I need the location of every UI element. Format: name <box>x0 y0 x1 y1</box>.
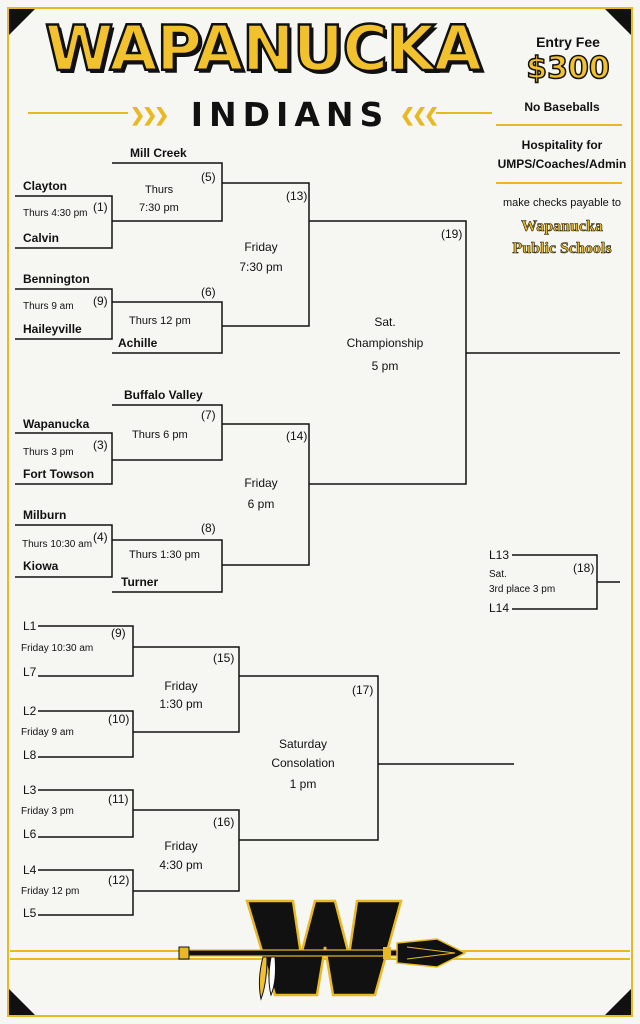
game-number: (6) <box>201 285 216 299</box>
hospitality-note: UMPS/Coaches/Admin <box>497 157 627 171</box>
game-time: Thurs 1:30 pm <box>129 549 200 561</box>
team-turner: Turner <box>121 575 159 589</box>
payee-name: Wapanucka <box>521 218 603 236</box>
checks-payable-label: make checks payable to <box>502 197 621 209</box>
game-number: (13) <box>286 189 308 203</box>
game-time: Thurs 9 am <box>23 301 74 312</box>
hospitality-note: Hospitality for <box>521 138 603 152</box>
game-time: 4:30 pm <box>159 858 203 872</box>
game-day: Thurs <box>145 184 174 196</box>
game-day: Friday <box>164 679 198 693</box>
consolation-team: L6 <box>23 827 37 841</box>
game-time: 7:30 pm <box>239 260 283 274</box>
game-number: (18) <box>573 561 595 575</box>
poster-subtitle: INDIANS <box>190 95 390 134</box>
game-number: (8) <box>201 521 216 535</box>
poster-frame <box>7 7 633 1017</box>
game-number: (3) <box>93 438 108 452</box>
game-day: Sat. <box>374 315 396 329</box>
game-number: (17) <box>352 683 374 697</box>
payee-name: Public Schools <box>512 240 612 258</box>
team-clayton: Clayton <box>23 179 68 193</box>
team-kiowa: Kiowa <box>23 559 59 573</box>
header-divider <box>436 112 492 114</box>
game-day: Saturday <box>278 737 328 751</box>
game-number: (12) <box>108 873 130 887</box>
team-achille: Achille <box>118 336 158 350</box>
game-time: 1:30 pm <box>159 697 203 711</box>
game-time: Thurs 12 pm <box>129 315 191 327</box>
game-time: Friday 3 pm <box>21 806 74 817</box>
consolation-team: L3 <box>23 783 37 797</box>
team-bennington: Bennington <box>23 272 90 286</box>
corner-decoration <box>605 989 631 1015</box>
game-number: (9) <box>93 294 108 308</box>
game-number: (5) <box>201 170 216 184</box>
game-time: Thurs 4:30 pm <box>23 208 88 219</box>
team-haileyville: Haileyville <box>23 322 82 336</box>
team-buffalo-valley: Buffalo Valley <box>124 388 203 402</box>
game-time: Thurs 10:30 am <box>22 539 93 550</box>
game-time: 6 pm <box>247 497 275 511</box>
game-number: (9) <box>111 626 126 640</box>
consolation-team: L4 <box>23 863 37 877</box>
game-time: 7:30 pm <box>139 202 179 214</box>
team-mill-creek: Mill Creek <box>130 146 187 160</box>
game-time: Friday 10:30 am <box>21 643 94 654</box>
game-label: Championship <box>346 336 424 350</box>
consolation-team: L5 <box>23 906 37 920</box>
chevron-right-icon: ❯❯❯ <box>130 105 169 125</box>
game-time: Friday 12 pm <box>21 886 80 897</box>
team-fort-towson: Fort Towson <box>23 467 95 481</box>
game-number: (11) <box>108 792 129 806</box>
game-time: Friday 9 am <box>21 727 74 738</box>
game-number: (7) <box>201 408 216 422</box>
game-time: Thurs 3 pm <box>23 447 74 458</box>
consolation-team: L2 <box>23 704 37 718</box>
info-divider <box>496 124 622 126</box>
consolation-team: L1 <box>23 619 37 633</box>
w-arrow-logo-icon <box>178 899 467 1001</box>
entry-fee-label: Entry Fee <box>536 34 600 50</box>
header-divider <box>28 112 128 114</box>
game-number: (4) <box>93 530 108 544</box>
game-number: (10) <box>108 712 130 726</box>
consolation-team: L8 <box>23 748 37 762</box>
game-time: 1 pm <box>289 777 317 791</box>
corner-decoration <box>9 989 35 1015</box>
third-place-top: L13 <box>489 548 510 562</box>
chevron-left-icon: ❮❮❮ <box>400 105 439 125</box>
team-milburn: Milburn <box>23 508 67 522</box>
game-day: Friday <box>244 476 278 490</box>
third-place-bottom: L14 <box>489 601 510 615</box>
consolation-team: L7 <box>23 665 37 679</box>
info-divider <box>496 182 622 184</box>
game-time: 5 pm <box>371 359 399 373</box>
game-label: 3rd place 3 pm <box>489 584 556 595</box>
game-day: Friday <box>244 240 278 254</box>
game-number: (15) <box>213 651 235 665</box>
game-number: (1) <box>93 200 108 214</box>
game-day: Sat. <box>489 569 507 580</box>
game-number: (16) <box>213 815 235 829</box>
team-calvin: Calvin <box>23 231 60 245</box>
team-wapanucka: Wapanucka <box>23 417 90 431</box>
game-day: Friday <box>164 839 198 853</box>
game-number: (14) <box>286 429 308 443</box>
game-time: Thurs 6 pm <box>132 429 188 441</box>
game-number: (19) <box>441 227 463 241</box>
entry-fee-value: $300 <box>526 51 611 86</box>
poster-title: WAPANUCKA <box>44 12 484 85</box>
corner-decoration <box>605 9 631 35</box>
corner-decoration <box>9 9 35 35</box>
game-label: Consolation <box>271 756 335 770</box>
no-baseballs-note: No Baseballs <box>524 100 600 114</box>
